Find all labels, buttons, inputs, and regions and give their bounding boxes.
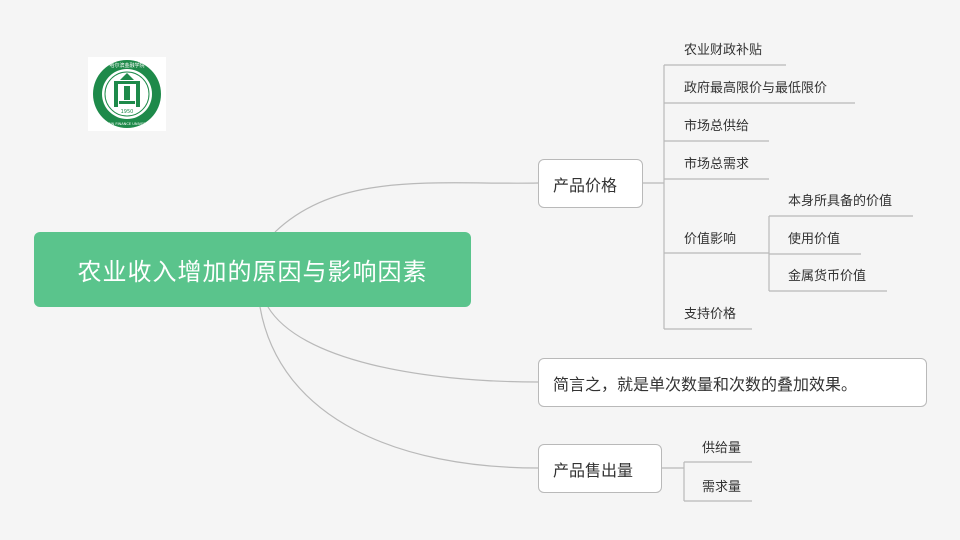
- leaf-value[interactable]: 价值影响: [684, 232, 737, 247]
- logo-year-text: 1950: [121, 109, 134, 115]
- leaf-supply[interactable]: 市场总供给: [684, 119, 750, 134]
- connector-root-price: [274, 182, 539, 233]
- leaf-sales-demand[interactable]: 需求量: [702, 480, 742, 495]
- connector-root-summary: [267, 306, 539, 383]
- leaf-value-use[interactable]: 使用价值: [788, 232, 841, 247]
- university-logo: 哈尔滨金融学院 HARBIN FINANCE UNIVERSITY 1950: [88, 57, 166, 131]
- logo-english-text: HARBIN FINANCE UNIVERSITY: [100, 122, 154, 126]
- leaf-value-intrinsic[interactable]: 本身所具备的价值: [788, 194, 893, 209]
- logo-inner-ring-icon: [104, 71, 150, 117]
- connector-sales-trunk: [662, 462, 685, 501]
- leaf-sales-supply[interactable]: 供给量: [702, 441, 742, 456]
- leaf-subsidy[interactable]: 农业财政补贴: [684, 43, 763, 58]
- branch-sales[interactable]: 产品售出量: [538, 444, 662, 493]
- root-topic[interactable]: 农业收入增加的原因与影响因素: [34, 232, 471, 307]
- leaf-limit[interactable]: 政府最高限价与最低限价: [684, 81, 828, 96]
- logo-chinese-text: 哈尔滨金融学院: [109, 62, 144, 69]
- leaf-support[interactable]: 支持价格: [684, 307, 737, 322]
- branch-price[interactable]: 产品价格: [538, 159, 643, 208]
- connector-price-trunk: [642, 65, 665, 329]
- leaf-demand[interactable]: 市场总需求: [684, 157, 750, 172]
- leaf-value-metal[interactable]: 金属货币价值: [788, 269, 867, 284]
- logo-emblem-icon: [114, 73, 140, 107]
- connector-root-sales: [259, 306, 539, 469]
- branch-summary[interactable]: 简言之，就是单次数量和次数的叠加效果。: [538, 358, 927, 407]
